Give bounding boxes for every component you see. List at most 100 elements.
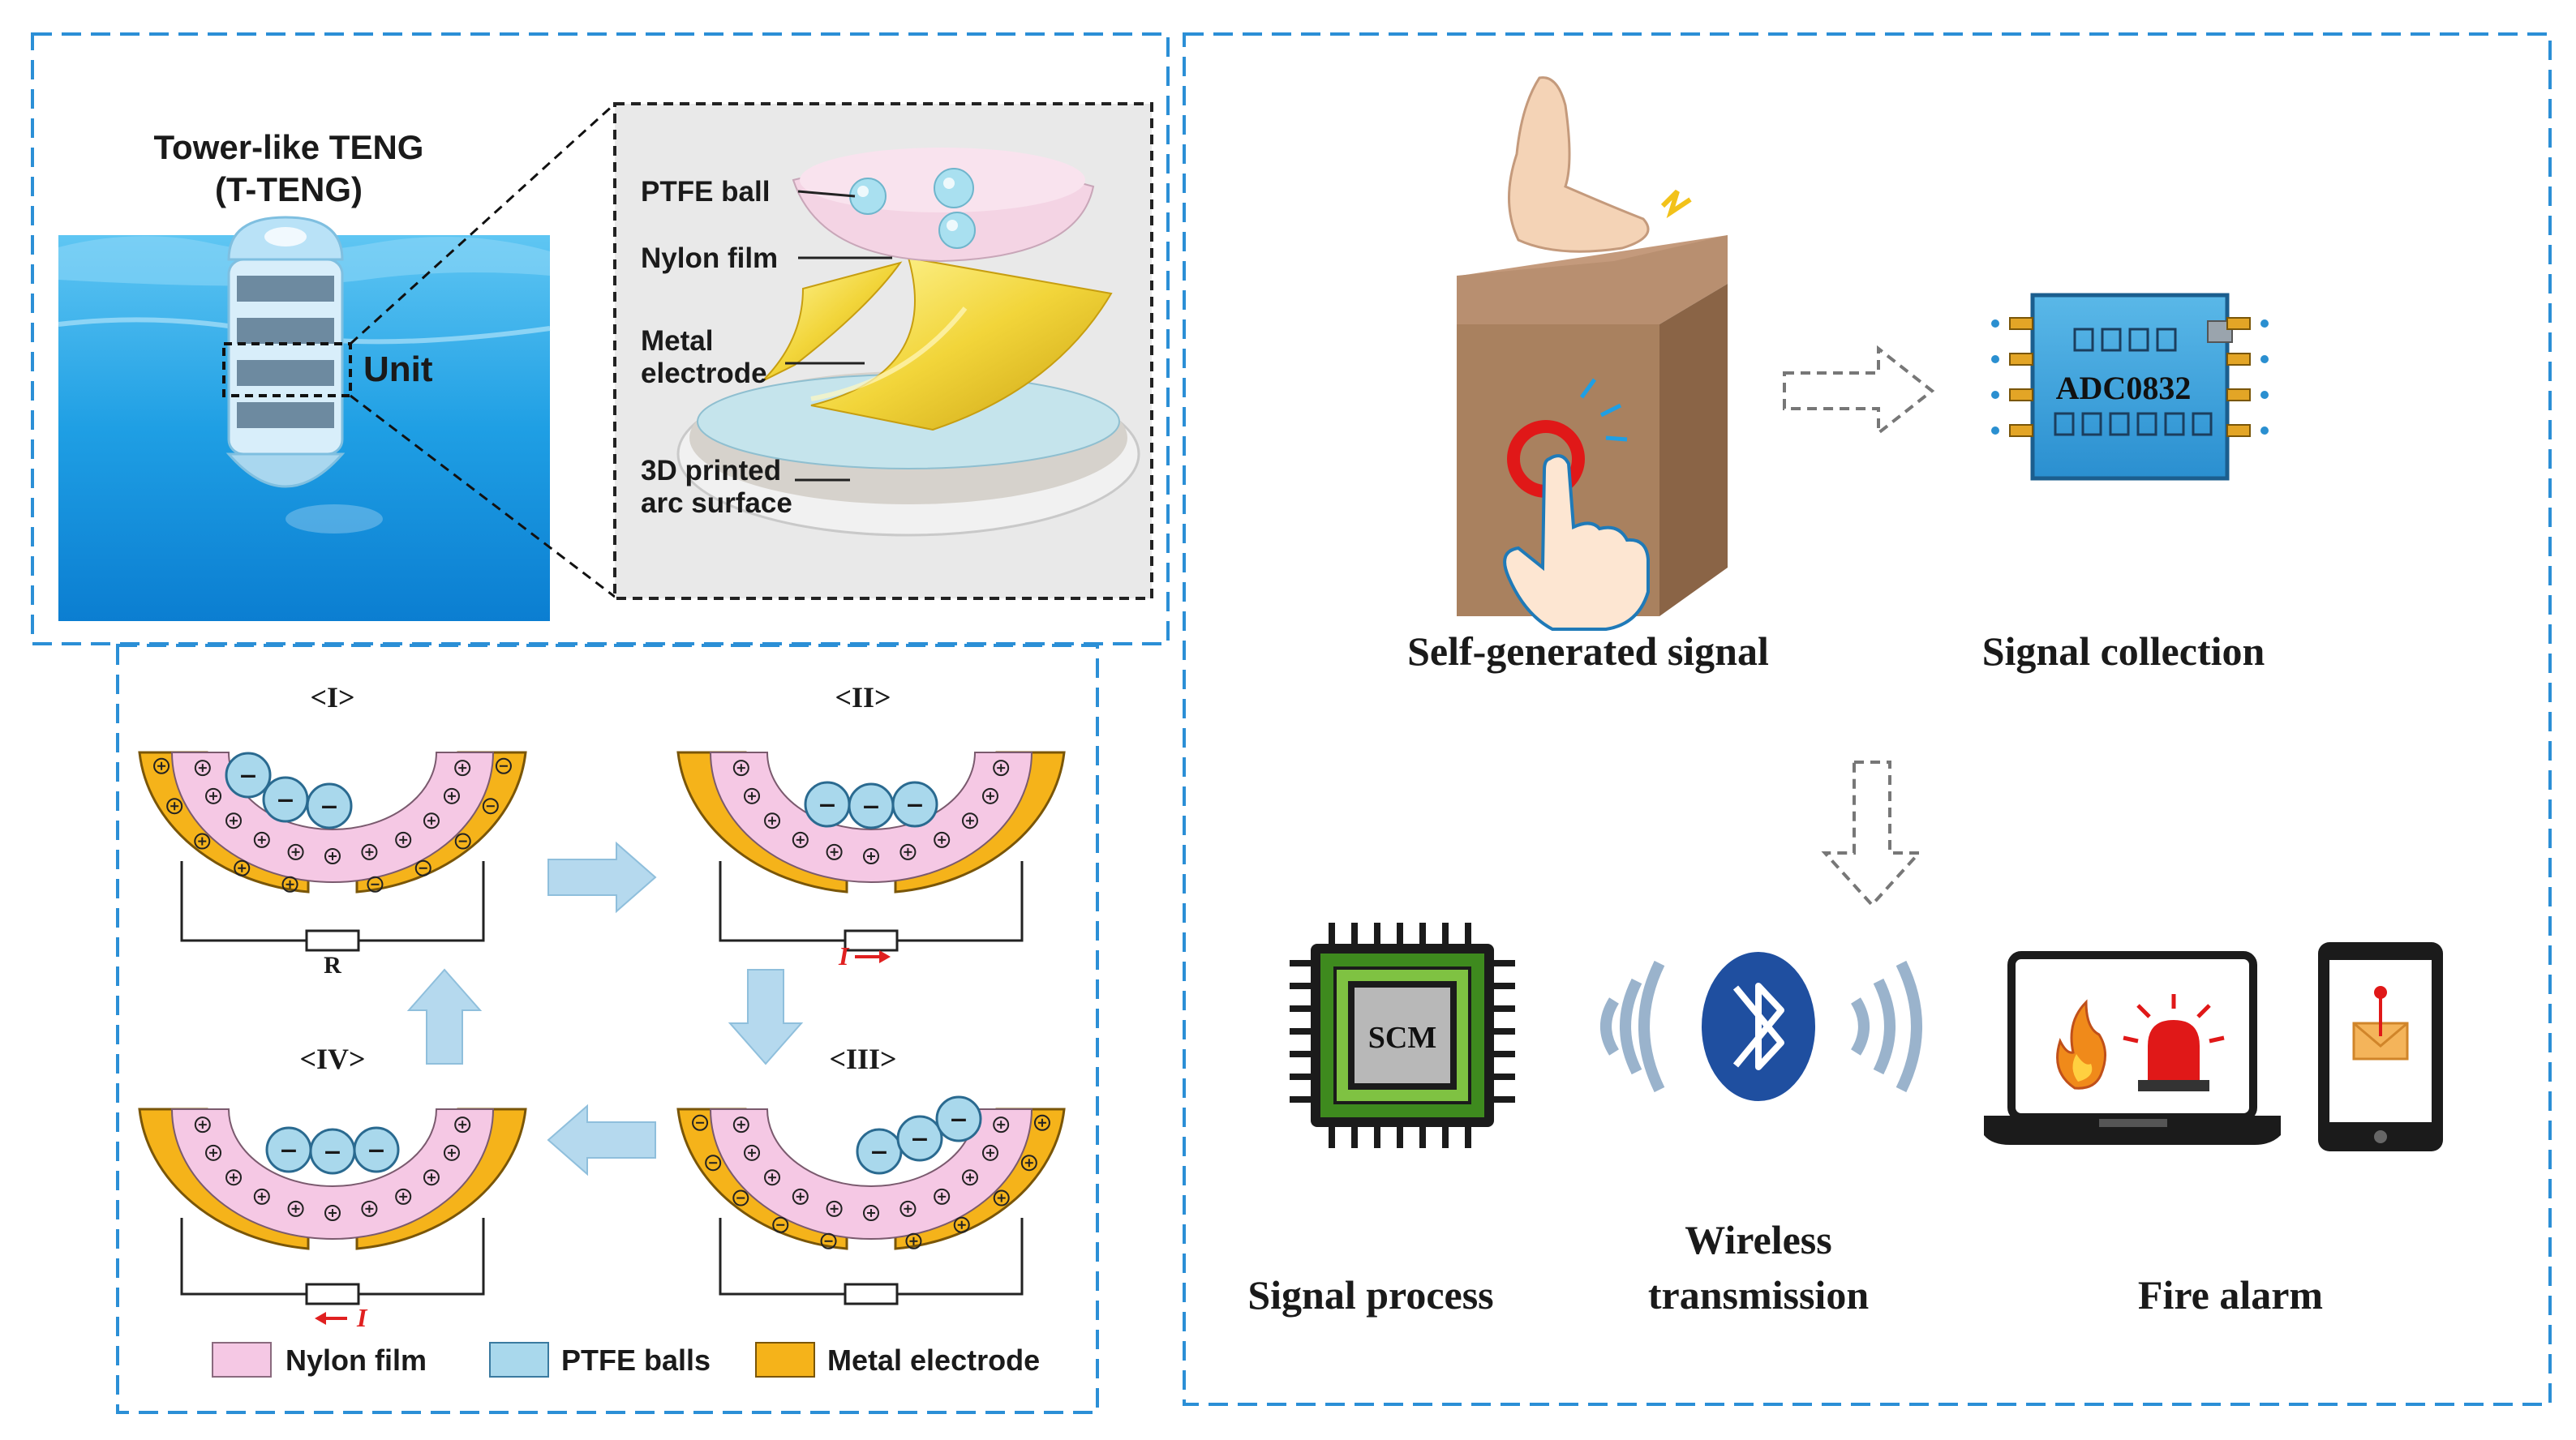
charge-sign — [253, 831, 270, 848]
arc-surface-label-2: arc surface — [641, 487, 792, 519]
charge-sign — [287, 1200, 304, 1217]
cycle-arrow-down — [728, 969, 804, 1065]
charge-sign — [324, 848, 341, 864]
chip-pin — [1290, 1028, 1312, 1035]
ptfe-ball — [935, 1095, 982, 1142]
chip-pin — [1290, 1074, 1312, 1080]
ptfe-ball — [938, 212, 976, 249]
svg-text:‒: ‒ — [324, 1136, 340, 1165]
wifi-waves-left-icon — [1600, 960, 1665, 1093]
charge-sign — [367, 876, 384, 893]
circuit-wire — [719, 1218, 845, 1296]
flow-arrow-down — [1821, 761, 1923, 907]
scm-chip-die — [1355, 988, 1450, 1083]
chip-pin-dot — [2260, 391, 2269, 399]
resistor — [844, 929, 899, 952]
svg-text:‒: ‒ — [912, 1123, 927, 1152]
chip-pin — [1397, 1125, 1403, 1148]
charge-sign — [205, 787, 222, 804]
svg-text:‒: ‒ — [368, 1134, 384, 1164]
charge-sign — [820, 1232, 837, 1249]
cycle-arrow-left — [547, 1104, 656, 1176]
charge-sign — [792, 831, 809, 848]
metal-electrode-right — [810, 256, 1113, 431]
chip-pin — [2009, 317, 2033, 330]
charge-sign — [253, 1188, 270, 1205]
charge-sign — [166, 798, 183, 815]
wireless-label-2: transmission — [1648, 1272, 1869, 1318]
ptfe-ball-leader — [797, 190, 856, 198]
chip-pin — [2009, 424, 2033, 437]
fire-icon — [2056, 999, 2106, 1090]
adc-chip-illustration: ADC0832 — [1991, 293, 2269, 481]
fire-alarm-illustration — [1984, 942, 2443, 1151]
ptfe-ball — [849, 178, 887, 215]
self-generated-signal-label: Self-generated signal — [1407, 628, 1769, 674]
svg-text:‒: ‒ — [281, 1134, 296, 1164]
stage-label-1: <I> — [310, 681, 354, 714]
charge-sign — [324, 1205, 341, 1221]
scm-chip-illustration: SCM — [1290, 923, 1515, 1148]
charge-sign — [993, 1116, 1010, 1134]
legend: Nylon film PTFE balls Metal electrode — [212, 1342, 1040, 1378]
chip-pin — [2226, 317, 2251, 330]
charge-sign — [454, 1116, 471, 1134]
charge-sign — [153, 757, 170, 774]
svg-text:‒: ‒ — [907, 789, 922, 818]
unit-label: Unit — [363, 349, 433, 389]
circuit-wire — [897, 1218, 1024, 1296]
charge-sign — [905, 1232, 922, 1249]
charge-sign — [287, 843, 304, 860]
adc-chip — [2030, 293, 2230, 481]
spark-icon — [1660, 189, 1692, 219]
charge-sign — [423, 812, 440, 829]
adc-chip-label: ADC0832 — [2056, 370, 2192, 406]
charge-sign — [1033, 1114, 1050, 1131]
charge-sign — [772, 1216, 789, 1233]
charge-sign — [395, 1188, 412, 1205]
chip-pin — [2226, 424, 2251, 437]
chip-pin — [1465, 1125, 1471, 1148]
wifi-waves-right-icon — [1850, 960, 1922, 1093]
arc-surface-label-1: 3D printed — [641, 455, 781, 486]
circuit-wire — [358, 861, 485, 942]
legend-label-ptfe: PTFE balls — [561, 1344, 711, 1377]
resistor — [844, 1283, 899, 1305]
svg-text:‒: ‒ — [277, 784, 293, 813]
nylon-film-arc — [709, 1108, 1033, 1240]
chip-pin — [2009, 388, 2033, 401]
chip-pin — [1374, 1125, 1380, 1148]
chip-pin — [1329, 923, 1335, 945]
charge-sign — [414, 859, 431, 876]
charge-sign — [934, 1188, 951, 1205]
laptop-screen — [2007, 951, 2257, 1121]
chip-pin-dot — [2260, 355, 2269, 363]
signal-process-label: Signal process — [1247, 1272, 1493, 1318]
exploded-view: PTFE ball Nylon film Metal electrode 3D … — [613, 102, 1153, 600]
chip-pin — [1492, 1005, 1515, 1012]
ptfe-ball — [896, 1115, 943, 1162]
charge-sign — [792, 1188, 809, 1205]
chip-pin — [1442, 923, 1449, 945]
charge-sign — [423, 1169, 440, 1186]
charge-sign — [863, 1205, 879, 1221]
ptfe-ball — [353, 1126, 400, 1173]
chip-pin — [1492, 960, 1515, 966]
charge-sign — [764, 812, 781, 829]
charge-sign — [993, 760, 1010, 777]
chip-pin — [1442, 1125, 1449, 1148]
legend-swatch-nylon — [212, 1342, 272, 1378]
signal-collection-label: Signal collection — [1982, 628, 2265, 674]
resistor-label: R — [324, 952, 341, 979]
zoom-line-top — [349, 102, 616, 345]
chip-pin — [1290, 1051, 1312, 1057]
charge-sign — [454, 760, 471, 777]
chip-pin — [1290, 1096, 1312, 1103]
resistor — [305, 1283, 360, 1305]
chip-pin — [1492, 1051, 1515, 1057]
charge-sign — [395, 831, 412, 848]
charge-sign — [826, 843, 843, 860]
legend-label-nylon: Nylon film — [286, 1344, 427, 1377]
charge-sign — [732, 1189, 749, 1206]
chip-pin — [1374, 923, 1380, 945]
